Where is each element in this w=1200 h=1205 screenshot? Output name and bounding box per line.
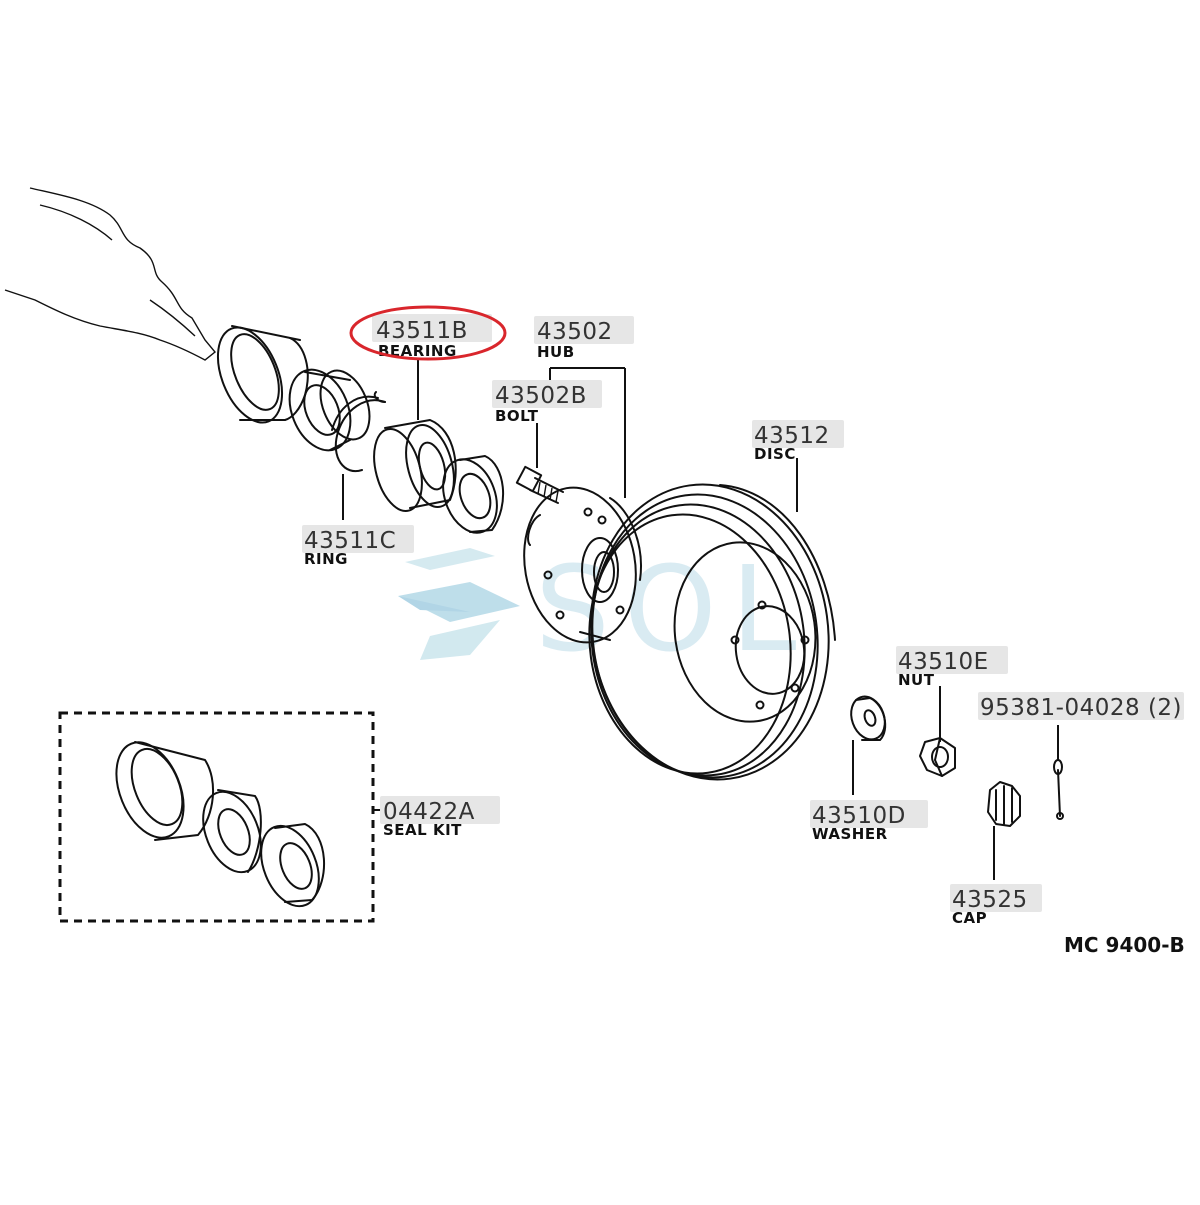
steering-knuckle-sketch xyxy=(4,187,216,361)
wheel-bearing xyxy=(373,419,457,512)
part-number-washer: 43510D xyxy=(812,803,906,829)
part-number-hub: 43502 xyxy=(537,319,613,345)
part-name-ring: RING xyxy=(304,550,348,568)
watermark-logo xyxy=(398,548,520,660)
part-number-seal-kit: 04422A xyxy=(383,799,475,825)
grease-cap xyxy=(987,781,1021,827)
watermark-text: SOL xyxy=(535,540,811,678)
diagram-code: MC 9400-B xyxy=(1064,933,1185,957)
label-disc: 43512 DISC xyxy=(752,420,844,463)
part-name-hub: HUB xyxy=(537,343,575,361)
part-name-nut: NUT xyxy=(898,671,935,689)
label-washer: 43510D WASHER xyxy=(810,800,928,843)
highlight-circle xyxy=(349,305,507,361)
label-nut: 43510E NUT xyxy=(896,646,1008,689)
part-name-bolt: BOLT xyxy=(495,407,539,425)
label-cap: 43525 CAP xyxy=(950,884,1042,927)
seal-kit-box xyxy=(58,711,375,923)
part-number-bolt: 43502B xyxy=(495,383,587,409)
leader-hub xyxy=(549,367,626,498)
part-number-disc: 43512 xyxy=(754,423,830,449)
label-seal-kit: 04422A SEAL KIT xyxy=(380,796,500,839)
brake-disc xyxy=(588,483,836,781)
part-number-nut: 43510E xyxy=(898,649,989,675)
part-name-cap: CAP xyxy=(952,909,987,927)
label-bearing: 43511B BEARING xyxy=(349,305,507,361)
outer-bearing-race xyxy=(288,368,371,452)
label-ring: 43511C RING xyxy=(302,525,414,568)
cotter-pin xyxy=(1053,759,1064,820)
leader-lines xyxy=(342,360,1059,880)
label-cotter-pin: 95381-04028 (2) xyxy=(978,692,1184,721)
label-hub: 43502 HUB xyxy=(534,316,634,361)
part-name-washer: WASHER xyxy=(812,825,888,843)
part-number-cotter-pin: 95381-04028 (2) xyxy=(980,695,1182,721)
hub-bolt xyxy=(515,465,564,504)
part-number-bearing: 43511B xyxy=(376,318,468,344)
part-name-disc: DISC xyxy=(754,445,796,463)
hex-nut xyxy=(919,737,956,777)
washer xyxy=(850,695,887,741)
snap-ring xyxy=(331,391,386,473)
part-name-seal-kit: SEAL KIT xyxy=(383,821,462,839)
label-bolt: 43502B BOLT xyxy=(492,380,602,425)
inner-oil-seal xyxy=(442,455,505,534)
part-number-cap: 43525 xyxy=(952,887,1028,913)
part-number-ring: 43511C xyxy=(304,528,396,554)
